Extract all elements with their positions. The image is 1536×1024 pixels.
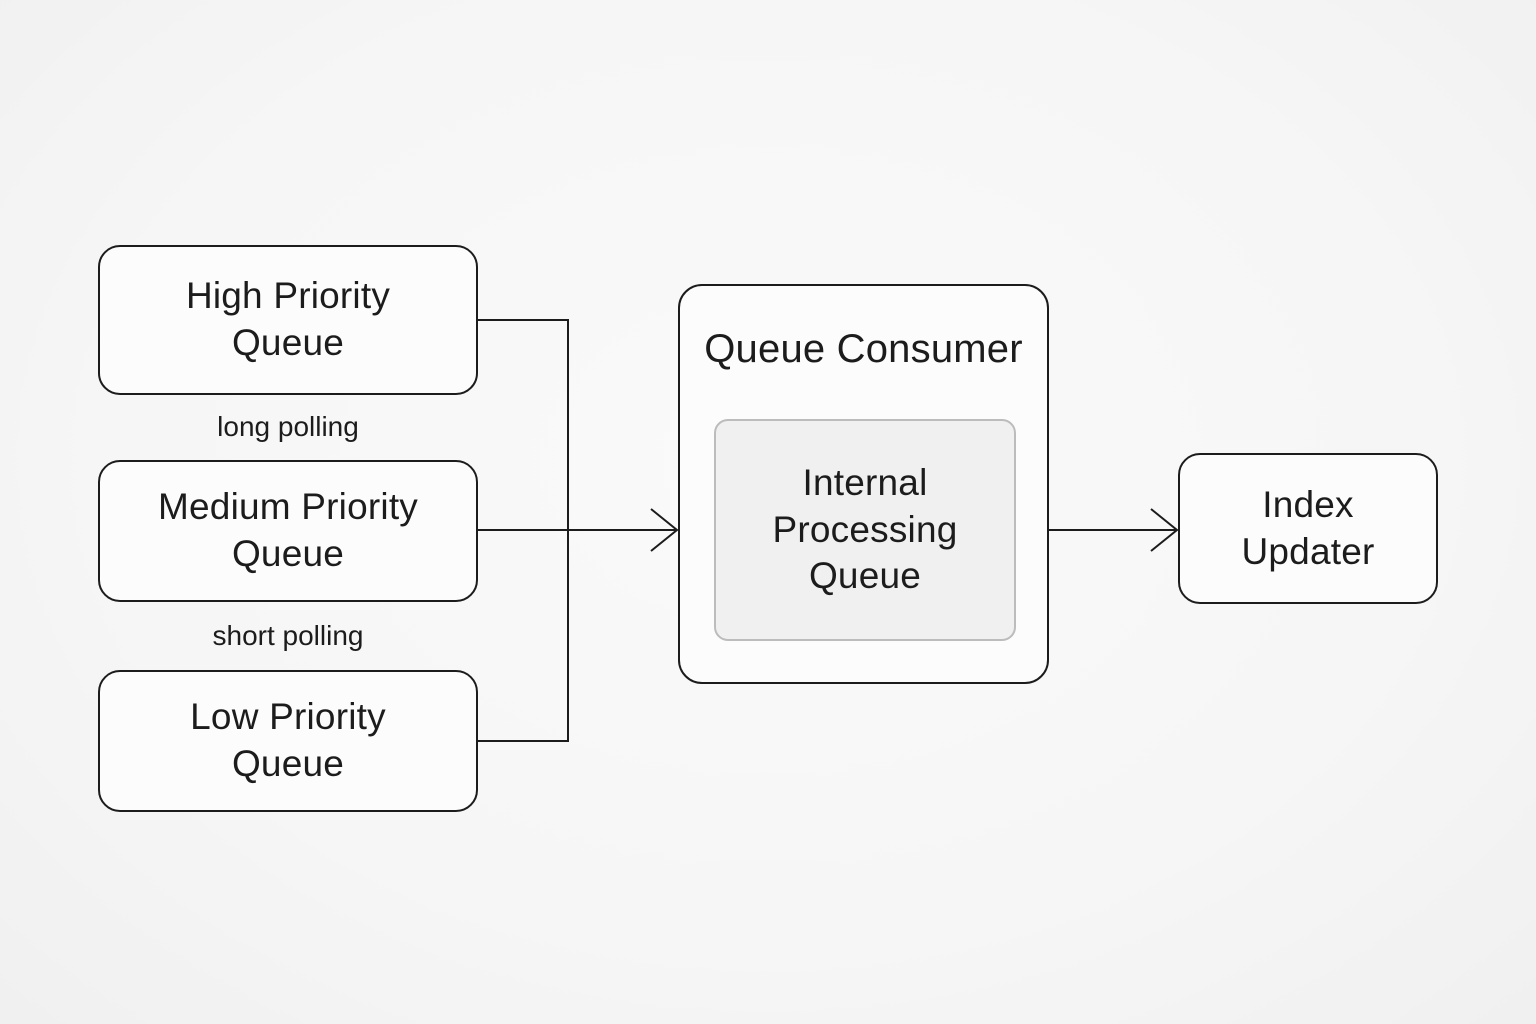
node-label-line: Index — [1262, 483, 1354, 525]
node-label-line: Processing — [772, 508, 958, 550]
node-label-line: Queue — [231, 743, 345, 784]
arrowhead-consumer — [650, 508, 679, 552]
node-high-priority-queue: High Priority Queue — [98, 245, 478, 395]
node-low-priority-queue: Low Priority Queue — [98, 670, 478, 812]
node-label-line: Internal — [802, 461, 928, 503]
node-queue-consumer: Queue Consumer Internal Processing Queue — [678, 284, 1049, 684]
node-label-line: High Priority — [185, 275, 391, 317]
node-label-line: Queue — [231, 322, 345, 363]
node-label-line: Queue — [231, 533, 345, 574]
edge-label-short-polling: short polling — [212, 620, 364, 651]
node-label-line: Queue — [808, 555, 922, 597]
arrowhead-index — [1150, 508, 1179, 552]
node-label-line: Updater — [1241, 530, 1375, 572]
node-index-updater: Index Updater — [1178, 453, 1438, 604]
edge-label-long-polling: long polling — [217, 411, 359, 442]
node-label-line: Medium Priority — [158, 486, 418, 528]
node-label-line: Low Priority — [190, 696, 386, 738]
queue-consumer-title: Queue Consumer — [704, 327, 1023, 371]
node-internal-processing-queue: Internal Processing Queue — [714, 419, 1016, 641]
node-medium-priority-queue: Medium Priority Queue — [98, 460, 478, 602]
